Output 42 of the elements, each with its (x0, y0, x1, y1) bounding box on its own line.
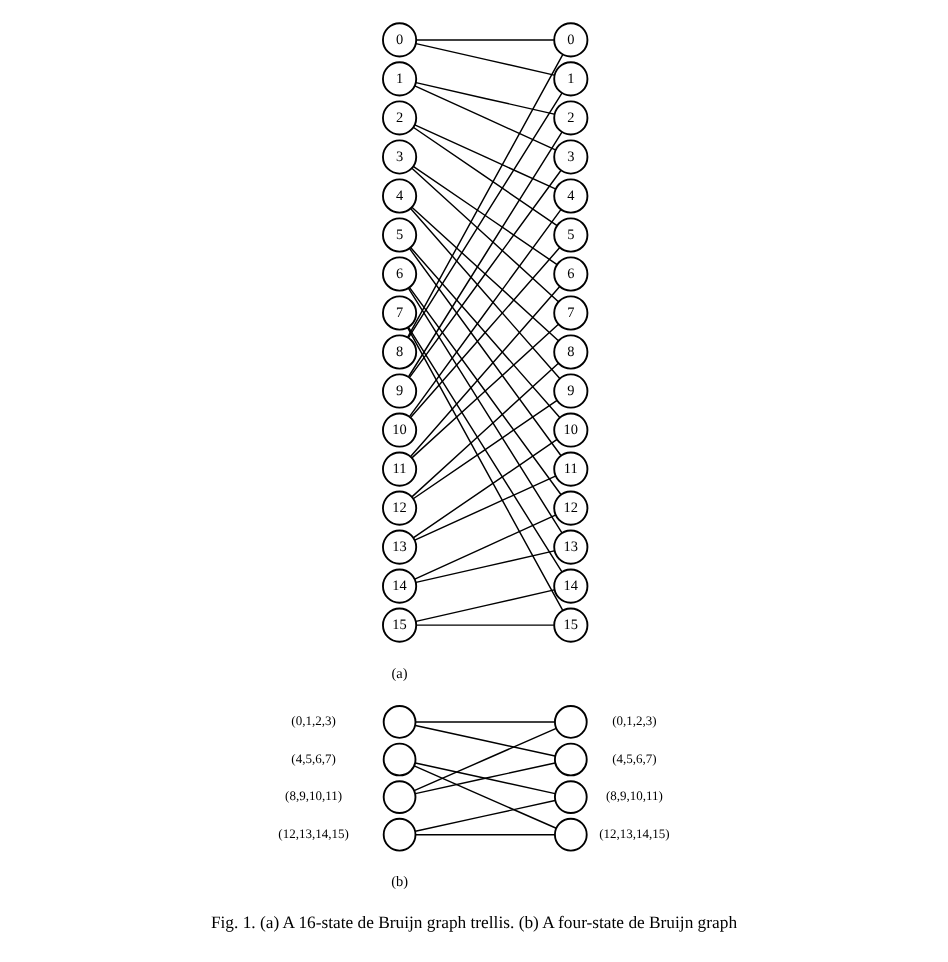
node-circle (382, 780, 417, 814)
connector (413, 765, 557, 829)
node-circle (553, 780, 588, 814)
connector (415, 550, 555, 584)
connector (412, 165, 558, 266)
node-circle (553, 742, 588, 777)
connector (415, 42, 555, 76)
connector (407, 287, 563, 534)
connector (412, 399, 558, 500)
caption: Fig. 1. (a) A 16-state de Bruijn graph trellis. (b) A four-state de Bruijn graph (210, 912, 738, 933)
node-circle (382, 705, 417, 739)
connector (411, 167, 559, 303)
node-circle (382, 742, 417, 777)
connector (415, 833, 556, 836)
connector (414, 724, 556, 757)
connector (414, 124, 557, 190)
connector (412, 438, 558, 539)
connector (412, 126, 558, 227)
connector (415, 624, 555, 626)
connector (409, 169, 562, 378)
connector (414, 762, 556, 795)
connector (415, 39, 555, 41)
connector (411, 362, 559, 498)
connector (415, 81, 555, 115)
connector (414, 475, 557, 541)
connector (409, 208, 562, 417)
connector (414, 799, 556, 832)
node-circle (382, 817, 417, 852)
connector (410, 285, 561, 457)
connector (414, 85, 557, 151)
connector (409, 248, 562, 457)
connector (415, 721, 556, 723)
connector (413, 727, 557, 792)
connector (414, 514, 557, 580)
connector (410, 208, 561, 380)
connector (411, 206, 559, 342)
node-circle (553, 817, 588, 852)
connector (407, 131, 563, 378)
connector (415, 589, 555, 623)
node-circle (553, 705, 588, 739)
connector (409, 287, 562, 496)
connector (411, 323, 559, 459)
